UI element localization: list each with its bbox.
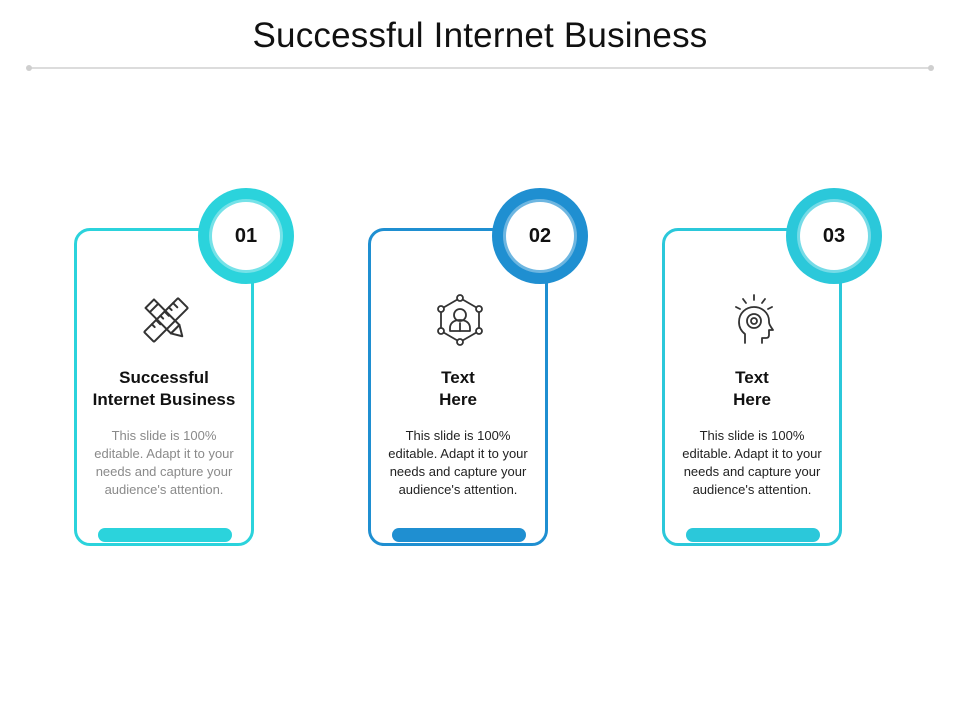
divider-dot-right xyxy=(928,65,934,71)
card-01: 01 Successful Internet Business T xyxy=(74,188,294,546)
card-number: 01 xyxy=(212,202,280,270)
card-heading-line: Text xyxy=(441,368,475,387)
card-heading-line: Successful xyxy=(119,368,209,387)
number-badge-ring: 01 xyxy=(198,188,294,284)
divider-dot-left xyxy=(26,65,32,71)
card-03: 03 Text Here This slide is 100% editable… xyxy=(662,188,882,546)
idea-head-icon xyxy=(727,293,781,347)
card-accent-bar xyxy=(392,528,526,542)
card-heading: Successful Internet Business xyxy=(77,367,251,411)
card-heading-line: Text xyxy=(735,368,769,387)
card-accent-bar xyxy=(686,528,820,542)
card-heading: Text Here xyxy=(371,367,545,411)
card-heading-line: Internet Business xyxy=(92,390,236,409)
card-02: 02 Text Here This slide is 100% editable… xyxy=(368,188,588,546)
card-number: 03 xyxy=(800,202,868,270)
card-heading-line: Here xyxy=(733,390,771,409)
number-badge-ring: 03 xyxy=(786,188,882,284)
card-heading-line: Here xyxy=(439,390,477,409)
card-body-text: This slide is 100% editable. Adapt it to… xyxy=(94,428,234,497)
card-number: 02 xyxy=(506,202,574,270)
card-body-text: This slide is 100% editable. Adapt it to… xyxy=(682,428,822,497)
title-divider xyxy=(26,65,934,71)
card-heading: Text Here xyxy=(665,367,839,411)
card-accent-bar xyxy=(98,528,232,542)
card-body-text: This slide is 100% editable. Adapt it to… xyxy=(388,428,528,497)
user-network-icon xyxy=(433,293,487,347)
pencil-ruler-icon xyxy=(139,293,193,347)
slide-title: Successful Internet Business xyxy=(252,16,708,55)
number-badge-ring: 02 xyxy=(492,188,588,284)
